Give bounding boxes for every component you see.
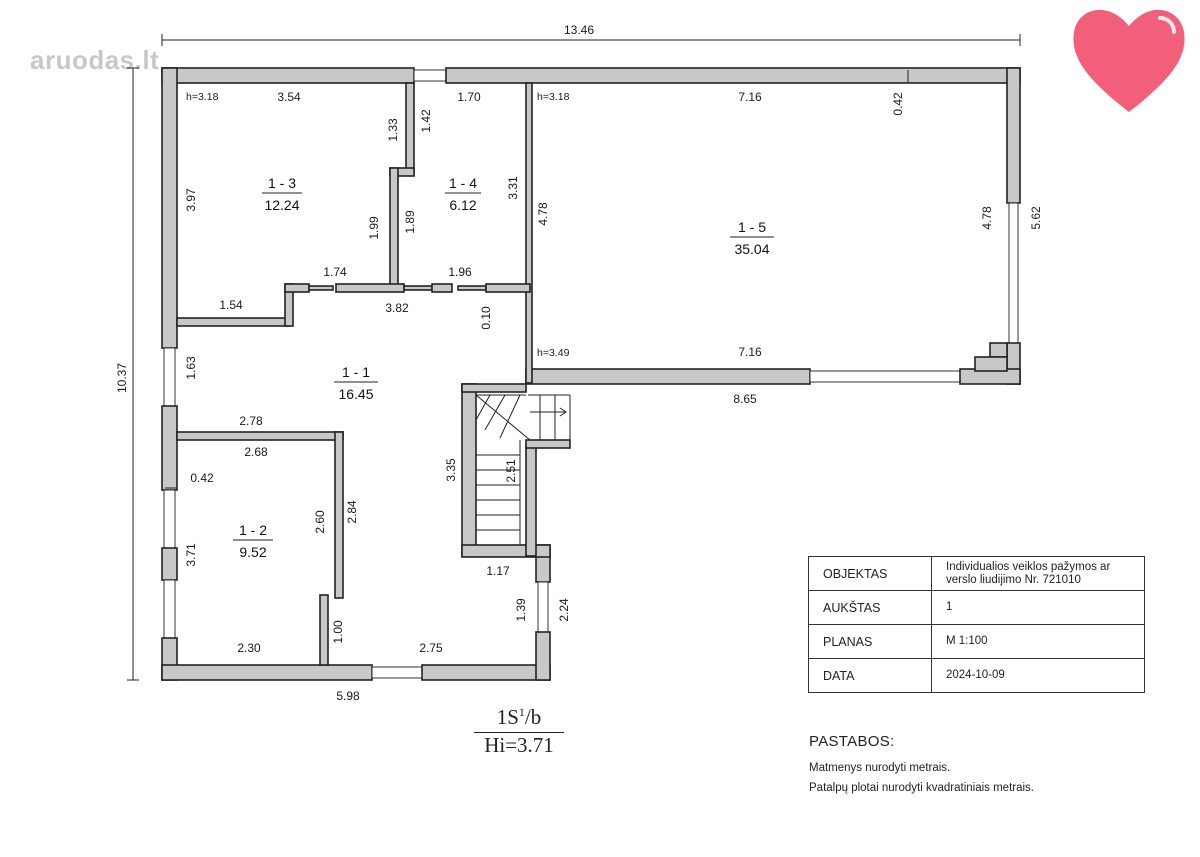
room-1-3-id: 1 - 3: [268, 175, 296, 191]
dimension-label: 3.35: [444, 458, 458, 482]
height-label: h=3.18: [186, 91, 219, 103]
dimension-label: 3.54: [277, 90, 301, 104]
dimension-label: 1.54: [219, 298, 243, 312]
dimension-label: 2.24: [557, 598, 571, 622]
height-label: h=3.49: [537, 347, 570, 359]
room-1-3-area: 12.24: [264, 197, 299, 213]
dimension-label: 1.42: [419, 109, 433, 133]
dimension-label: 3.82: [385, 301, 409, 315]
dimension-label: 1.33: [386, 118, 400, 142]
dimension-label: 1.70: [457, 90, 481, 104]
room-1-5-area: 35.04: [734, 241, 769, 257]
table-row: AUKŠTAS 1: [808, 590, 1145, 625]
dimension-label: 5.98: [336, 689, 360, 703]
dimension-label: 0.42: [190, 471, 214, 485]
dimension-label: 2.60: [313, 510, 327, 534]
dimension-label: 2.51: [504, 459, 518, 483]
dimension-label: 1.99: [367, 216, 381, 240]
staircase: [475, 394, 571, 545]
sheet-label: 1S1/b Hi=3.71: [474, 705, 564, 758]
table-key: AUKŠTAS: [808, 590, 932, 625]
dimension-label: 1.89: [403, 210, 417, 234]
dimension-label: 1.39: [514, 598, 528, 622]
dimension-label: 4.78: [536, 202, 550, 226]
dimension-label: 2.68: [244, 445, 268, 459]
table-value: 1: [931, 590, 1145, 625]
dimension-label: 2.78: [239, 414, 263, 428]
notes-line: Patalpų plotai nurodyti kvadratiniais me…: [809, 782, 1035, 794]
room-1-1-area: 16.45: [338, 386, 373, 402]
dimension-label: 1.96: [448, 265, 472, 279]
sheet-code: 1S1/b: [474, 705, 564, 733]
room-1-5-id: 1 - 5: [738, 219, 766, 235]
table-key: OBJEKTAS: [808, 556, 932, 591]
overall-height-label: 10.37: [115, 363, 129, 393]
table-row: PLANAS M 1:100: [808, 624, 1145, 659]
dimension-ticks: [165, 70, 909, 489]
heart-icon: [1073, 9, 1185, 112]
dimension-label: 3.71: [184, 543, 198, 567]
notes-title: PASTABOS:: [809, 733, 895, 750]
table-value: Individualios veiklos pažymos ar verslo …: [931, 556, 1145, 591]
table-value: M 1:100: [931, 624, 1145, 659]
ceiling-height-labels: h=3.18 h=3.18 h=3.49: [186, 91, 570, 359]
notes-line: Matmenys nurodyti metrais.: [809, 762, 951, 774]
room-1-4-area: 6.12: [449, 197, 476, 213]
room-1-4-id: 1 - 4: [449, 175, 477, 191]
dimension-label: 2.84: [345, 500, 359, 524]
sheet-height: Hi=3.71: [484, 733, 554, 757]
room-1-2-id: 1 - 2: [239, 522, 267, 538]
table-key: PLANAS: [808, 624, 932, 659]
notes-section: PASTABOS: Matmenys nurodyti metrais. Pat…: [809, 733, 1034, 802]
table-row: OBJEKTAS Individualios veiklos pažymos a…: [808, 556, 1145, 591]
dimension-label: 7.16: [738, 345, 762, 359]
aruodas-logo: aruodas.lt: [30, 45, 160, 75]
table-key: DATA: [808, 658, 932, 693]
dimension-label: 1.63: [184, 356, 198, 380]
dimension-label: 7.16: [738, 90, 762, 104]
dimension-label: 3.31: [506, 176, 520, 200]
room-labels: 1 - 3 12.24 1 - 4 6.12 1 - 5 35.04 1 - 1…: [233, 175, 774, 560]
overall-width-label: 13.46: [564, 23, 594, 37]
dimension-label: 2.30: [237, 641, 261, 655]
dimension-label: 5.62: [1029, 206, 1043, 230]
info-table: OBJEKTAS Individualios veiklos pažymos a…: [808, 556, 1145, 693]
table-value: 2024-10-09: [931, 658, 1145, 693]
table-row: DATA 2024-10-09: [808, 658, 1145, 693]
dimension-labels: 13.46 10.37 3.54 1.33 3.97 1.99 1.74 1.5…: [115, 23, 1043, 703]
dimension-label: 8.65: [733, 392, 757, 406]
room-1-2-area: 9.52: [239, 544, 266, 560]
dimension-label: 2.75: [419, 641, 443, 655]
height-label: h=3.18: [537, 91, 570, 103]
dimension-label: 1.17: [486, 564, 510, 578]
dimension-label: 4.78: [980, 206, 994, 230]
walls: [161, 67, 1021, 681]
dimension-label: 3.97: [184, 188, 198, 212]
dimension-label: 1.74: [323, 265, 347, 279]
room-1-1-id: 1 - 1: [342, 364, 370, 380]
dimension-label: 0.10: [479, 306, 493, 330]
dimension-label: 1.00: [331, 620, 345, 644]
dimension-label: 0.42: [891, 92, 905, 116]
overall-dimension-lines: [127, 34, 1021, 681]
